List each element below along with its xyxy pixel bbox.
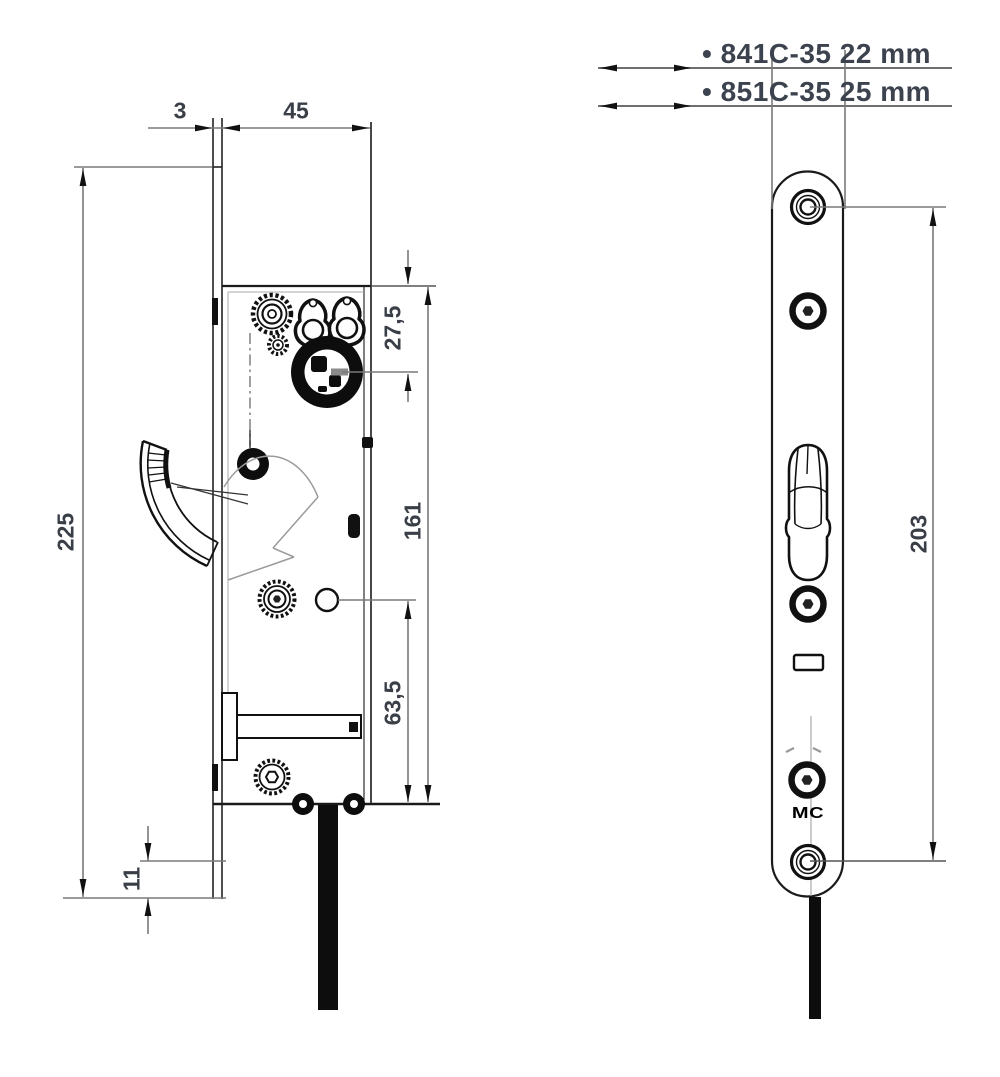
gear-screw-icon — [250, 292, 294, 356]
hook-swing-phantom — [223, 455, 319, 581]
dim-plate-thickness: 3 — [173, 97, 187, 124]
plate-hole-tick — [212, 764, 218, 791]
dim-hole-to-bottom: 63,5 — [379, 680, 406, 726]
variant-label-851: • 851C-35 25 mm — [702, 76, 931, 107]
right-view — [770, 170, 845, 1019]
hook-bolt — [139, 430, 251, 568]
torx-screw-icon — [253, 758, 291, 796]
brand-logo: MC — [791, 805, 825, 822]
torx-screw-icon — [789, 292, 827, 330]
torx-screw-icon — [785, 747, 826, 799]
dim-case-length: 161 — [399, 501, 426, 541]
cable-bushings — [292, 793, 365, 815]
cable — [318, 805, 338, 1010]
dim-bottom-edge: 11 — [118, 866, 145, 892]
hook-pivot-icon — [237, 448, 269, 480]
case-edge-tick — [362, 437, 373, 448]
dim-cylinder-to-top: 27,5 — [379, 305, 406, 351]
dimension-arrows — [79, 64, 937, 916]
case-slot-tick — [348, 514, 360, 538]
faceplate-edge — [212, 118, 223, 899]
torx-screw-icon — [257, 579, 297, 619]
hook-slot — [784, 443, 832, 582]
fixing-hole-bottom-icon — [789, 843, 827, 881]
left-view — [139, 118, 440, 1010]
dim-case-width: 45 — [283, 97, 309, 124]
reference-hole — [314, 587, 340, 613]
dim-fixing-hole-spacing: 203 — [905, 514, 932, 554]
plate-hole-tick — [212, 298, 218, 325]
status-slot — [792, 653, 825, 672]
dim-plate-length: 225 — [52, 512, 79, 552]
torx-screw-icon — [789, 585, 827, 623]
variant-label-841: • 841C-35 22 mm — [702, 38, 931, 69]
cylinder-hole-icon — [291, 336, 363, 408]
cable — [809, 897, 821, 1019]
slide-bar — [221, 692, 362, 761]
